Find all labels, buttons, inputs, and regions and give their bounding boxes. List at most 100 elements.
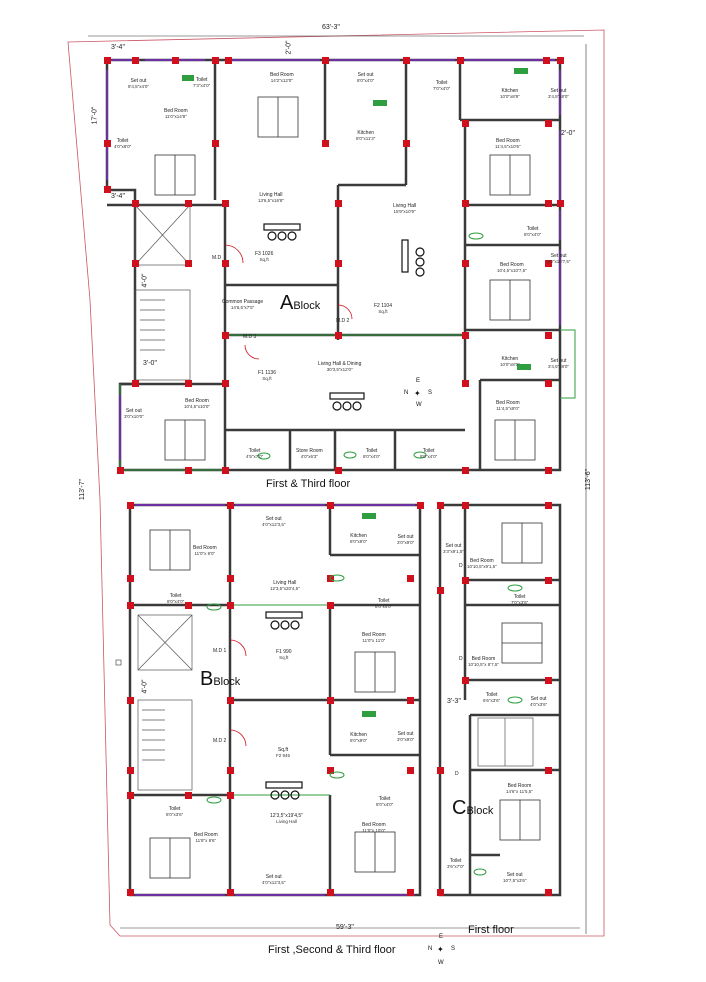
block-c-thin-lines (477, 717, 534, 767)
block-a-thin-lines (134, 204, 191, 381)
block-b-title: BBlock (200, 668, 241, 690)
block-b-windows (135, 504, 415, 896)
block-a-columns (104, 57, 564, 474)
block-a-beds (154, 96, 536, 461)
block-b-beds (149, 529, 396, 879)
block-a-caption: First & Third floor (266, 478, 351, 490)
block-c-title: CBlock (452, 797, 494, 819)
dimension-left-side-2: 3'-4" (111, 193, 125, 200)
plot-boundary (67, 29, 605, 937)
dimension-top-width: 63'-3" (322, 24, 340, 31)
compass-a: E N S W ✦ (404, 378, 434, 408)
b-md1-label: M.D 1 (213, 648, 227, 654)
a-md1-label: M.D (212, 255, 222, 261)
dimension-stair-1: 4'-0" (141, 273, 149, 288)
block-b-furniture (265, 611, 303, 800)
block-a-furniture (263, 223, 425, 411)
dimension-top-left-1: 3'-4" (111, 44, 125, 51)
compass-bottom-s: S (451, 946, 456, 952)
block-b-fixtures (206, 513, 376, 804)
block-a-windows (106, 59, 561, 460)
dimension-top-left-2: 2'-0" (285, 40, 293, 55)
block-c-walls (438, 503, 562, 897)
compass-a-n: N (404, 390, 409, 396)
c-d1-label: D (459, 563, 463, 569)
bottom-caption: First ,Second & Third floor (268, 944, 396, 956)
compass-bottom-w: W (438, 960, 444, 966)
compass-bottom-rose-icon: ✦ (437, 945, 444, 954)
dimension-right-side: 2'-0" (561, 130, 575, 137)
c-d3-label: D (455, 771, 459, 777)
a-md3-label: M.D 3 (243, 334, 257, 340)
door-swings (224, 244, 353, 747)
compass-a-rose-icon: ✦ (414, 389, 421, 398)
dimension-right-height: 113'-6" (585, 468, 593, 491)
block-c-fixtures (473, 584, 523, 876)
dimension-left-height: 113'-7" (79, 478, 87, 501)
block-c-caption: First floor (468, 924, 514, 936)
dimension-bottom-width: 59'-3" (336, 924, 354, 931)
c-d2-label: D (459, 656, 463, 662)
compass-bottom: E N S W ✦ (428, 934, 458, 972)
compass-a-s: S (428, 390, 433, 396)
reference-marker (115, 659, 122, 666)
block-b-green-lines (230, 604, 330, 796)
b-living2-label: 12'3,5"x19'4,5"Living Hall (270, 813, 303, 824)
compass-a-e: E (416, 378, 421, 384)
compass-a-w: W (416, 402, 422, 408)
a-md2-label: M.D 2 (336, 318, 350, 324)
compass-bottom-e: E (439, 934, 444, 940)
dimension-left-side-1: 17'-0" (91, 106, 99, 125)
b-md2-label: M.D 2 (213, 738, 227, 744)
block-a-fixtures (182, 68, 531, 460)
